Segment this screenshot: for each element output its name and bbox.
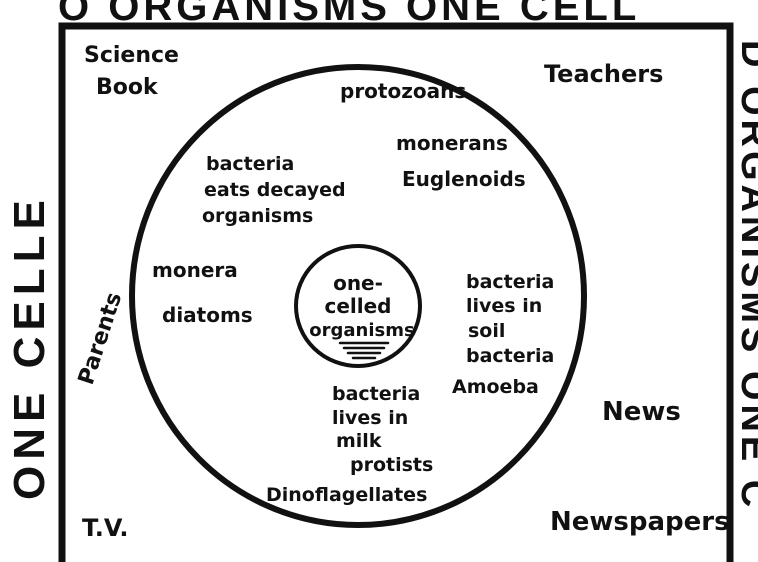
center-text-line1: one-: [333, 271, 383, 295]
center-text-line2: celled: [324, 294, 391, 318]
item-amoeba: Amoeba: [452, 376, 539, 398]
item-bacteria: bacteria: [466, 345, 554, 367]
item-protozoans: protozoans: [340, 79, 466, 103]
item-bacteria-soil-line1: bacteria: [466, 271, 554, 293]
item-bacteria-decayed-line2: eats decayed: [204, 179, 346, 201]
item-dinoflagellates: Dinoflagellates: [266, 484, 427, 506]
outer-circle: [129, 64, 587, 528]
source-news: News: [602, 397, 681, 427]
center-underline-marks: [338, 341, 390, 360]
item-monerans: monerans: [396, 131, 508, 155]
center-circle: [294, 244, 422, 368]
item-bacteria-milk-line1: bacteria: [332, 383, 420, 405]
center-text-line3: organisms: [309, 320, 414, 341]
item-bacteria-soil-line3: soil: [468, 320, 505, 342]
border-text-top: O ORGANISMS ONE CELL: [58, 0, 640, 29]
source-science-book-line1: Science: [84, 43, 179, 68]
frame-square: [58, 22, 734, 562]
source-tv: T.V.: [82, 514, 128, 542]
item-bacteria-milk-line2: lives in: [332, 407, 408, 429]
item-bacteria-milk-line3: milk: [336, 430, 382, 452]
source-newspapers: Newspapers: [550, 507, 730, 537]
item-bacteria-decayed-line3: organisms: [202, 205, 313, 227]
item-diatoms: diatoms: [162, 303, 253, 327]
item-euglenoids: Euglenoids: [402, 167, 526, 191]
source-teachers: Teachers: [544, 60, 663, 88]
source-science-book-line2: Book: [96, 75, 159, 100]
item-bacteria-soil-line2: lives in: [466, 295, 542, 317]
item-protists: protists: [350, 454, 433, 476]
border-text-right: D ORGANISMS ONE C: [733, 40, 758, 511]
item-monera: monera: [152, 258, 238, 282]
item-bacteria-decayed-line1: bacteria: [206, 153, 294, 175]
source-parents: Parents: [74, 289, 127, 387]
border-text-left: ONE CELLE: [5, 194, 54, 500]
